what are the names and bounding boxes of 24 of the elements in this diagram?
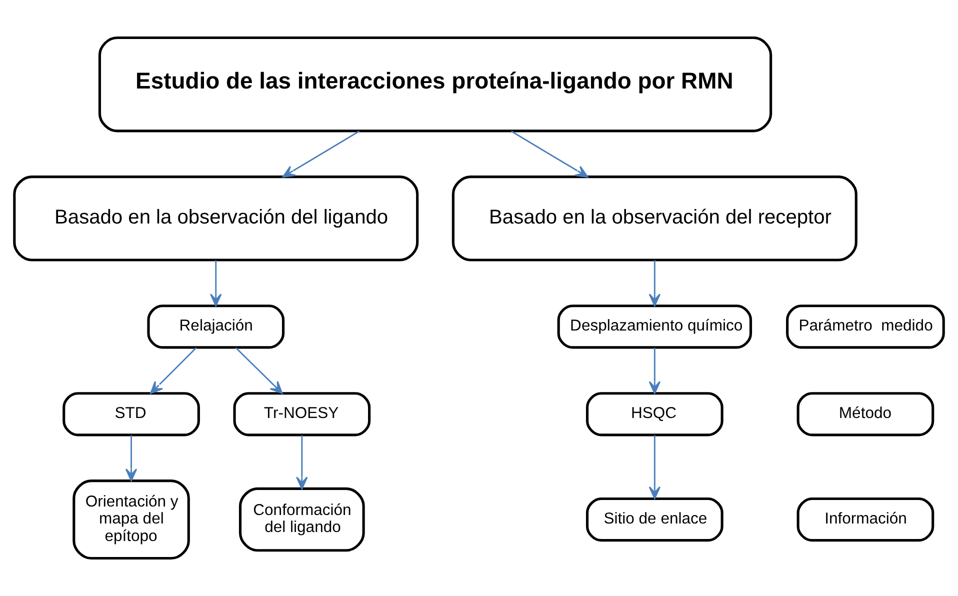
node-box: Basado en la observación del ligando: [13, 176, 419, 262]
node-box: Método: [796, 392, 934, 436]
arrow: [296, 435, 308, 490]
node-box: Relajación: [147, 304, 285, 349]
node-box: Parámetro medido: [786, 304, 945, 349]
arrow: [210, 260, 222, 306]
node-box: Información: [796, 497, 934, 542]
node-box: HSQC: [586, 392, 724, 436]
node-box: Basado en la observación del receptor: [452, 176, 858, 262]
arrow: [511, 130, 588, 178]
node-box: Orientación y mapa del epítopo: [72, 480, 190, 560]
arrow: [648, 260, 661, 306]
node-box: Desplazamiento químico: [557, 304, 752, 349]
arrow: [648, 435, 661, 500]
arrow: [648, 348, 661, 394]
node-box: Tr-NOESY: [233, 392, 371, 436]
arrow: [235, 347, 283, 394]
node-box: Conformación del ligando: [238, 487, 365, 552]
node-box: Estudio de las interacciones proteína-ligando por RMN: [98, 36, 772, 132]
node-box: STD: [62, 392, 200, 436]
arrow: [150, 347, 197, 394]
node-box: Sitio de enlace: [586, 497, 724, 542]
arrow: [282, 130, 360, 178]
arrow: [125, 435, 138, 482]
